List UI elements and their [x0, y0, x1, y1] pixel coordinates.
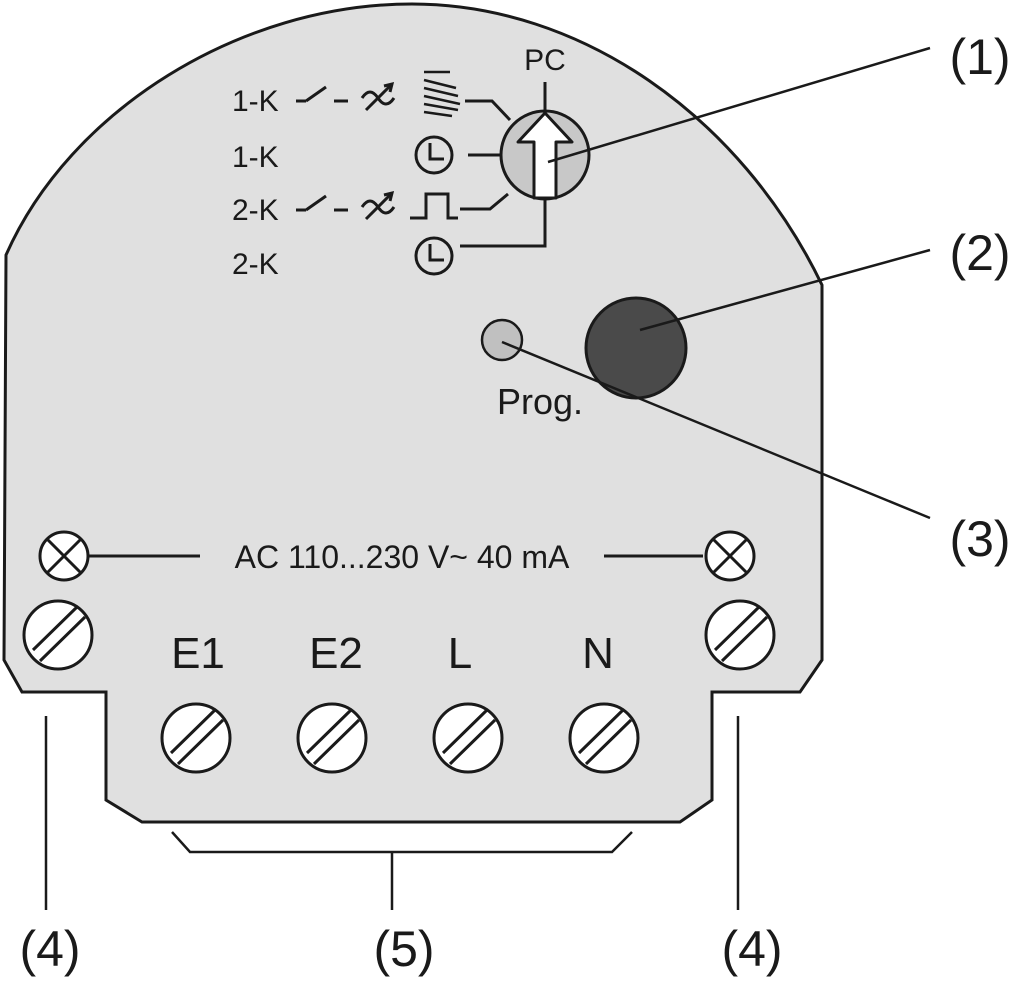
mode-label-2: 1-K — [232, 141, 279, 174]
rotary-switch-wiring — [460, 82, 547, 248]
callout-5: (5) — [373, 921, 434, 977]
mounting-screw-right — [704, 599, 776, 671]
blinds-icon — [423, 70, 461, 118]
clock-icon — [414, 236, 454, 276]
arrow-up-icon — [516, 111, 574, 200]
prog-label: Prog. — [497, 381, 583, 422]
lamp-right-icon — [704, 530, 756, 582]
mounting-screw-left — [22, 599, 94, 671]
dimmer-icon — [360, 81, 396, 112]
callout-3: (3) — [949, 511, 1010, 567]
lamp-left-icon — [38, 530, 90, 582]
callout-4-left: (4) — [19, 921, 80, 977]
supply-label: AC 110...230 V~ 40 mA — [235, 539, 570, 575]
mode-label-3: 2-K — [232, 194, 279, 227]
callout-2: (2) — [949, 225, 1010, 281]
pc-label: PC — [524, 44, 566, 77]
mode-label-1: 1-K — [232, 85, 279, 118]
pulse-icon — [410, 192, 458, 220]
device-housing — [2, 2, 824, 824]
terminal-label-l: L — [448, 629, 472, 678]
callout-1: (1) — [949, 29, 1010, 85]
terminal-label-e1: E1 — [171, 629, 225, 678]
terminal-screw-e2 — [296, 702, 368, 774]
mode-label-4: 2-K — [232, 248, 279, 281]
callout-4-right: (4) — [721, 921, 782, 977]
prog-led — [480, 318, 524, 362]
switch-contact-icon — [296, 194, 348, 212]
terminal-label-e2: E2 — [309, 629, 363, 678]
dimmer-icon — [360, 190, 396, 221]
callout-leaders — [44, 46, 931, 910]
rotary-switch[interactable] — [499, 109, 591, 201]
terminal-screw-n — [568, 702, 640, 774]
switch-contact-icon — [296, 85, 348, 103]
terminal-label-n: N — [582, 629, 614, 678]
clock-icon — [414, 135, 454, 175]
terminal-screw-e1 — [160, 702, 232, 774]
terminal-screw-l — [432, 702, 504, 774]
